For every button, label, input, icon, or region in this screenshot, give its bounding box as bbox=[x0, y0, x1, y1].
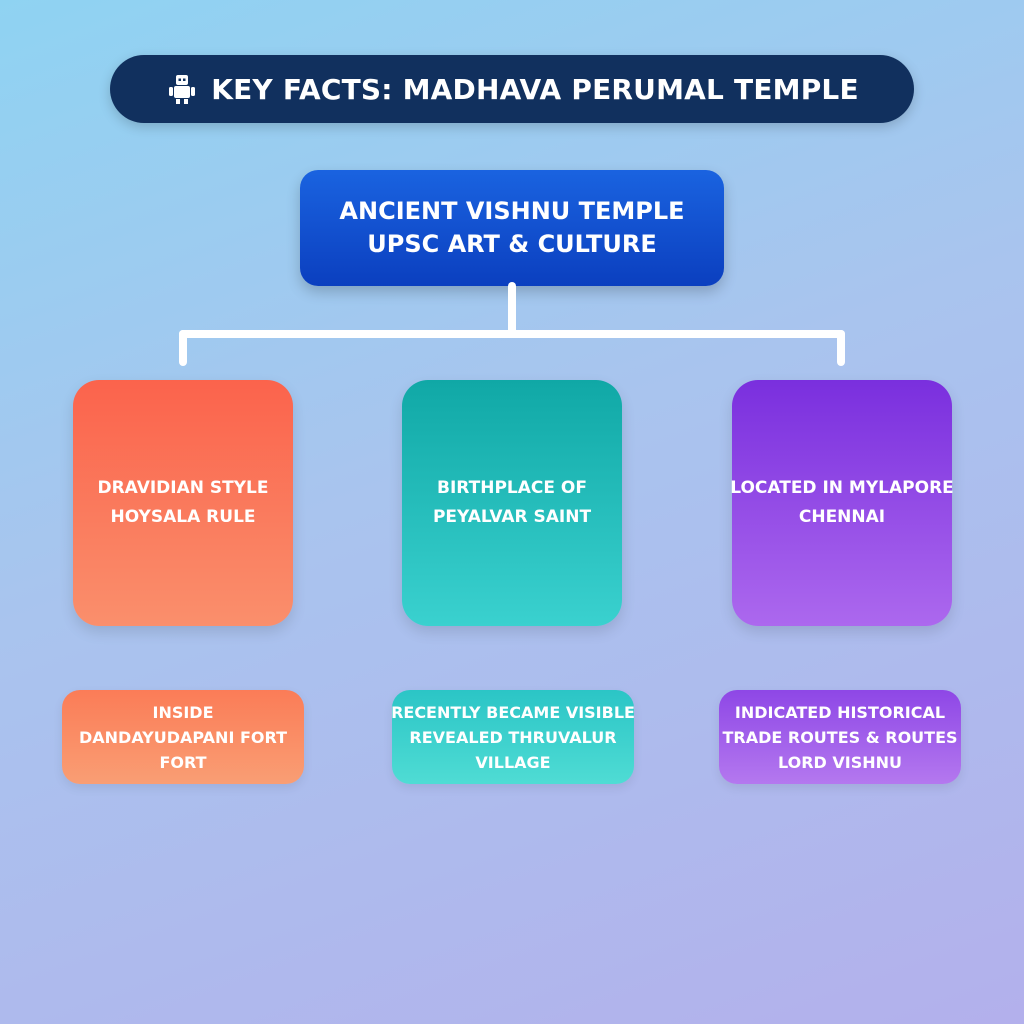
card-line: PEYALVAR SAINT bbox=[432, 507, 592, 527]
card-line: HOYSALA RULE bbox=[110, 507, 256, 527]
subcard-line: VILLAGE bbox=[475, 752, 551, 772]
subcard-trade-routes: INDICATED HISTORICAL TRADE ROUTES & ROUT… bbox=[719, 690, 961, 784]
subcard-line: DANDAYUDAPANI FORT bbox=[78, 727, 288, 747]
subcard-line: TRADE ROUTES & ROUTES bbox=[722, 727, 958, 747]
card-dravidian-style: DRAVIDIAN STYLE HOYSALA RULE bbox=[73, 380, 293, 626]
card-birthplace: BIRTHPLACE OF PEYALVAR SAINT bbox=[402, 380, 622, 626]
card-location: LOCATED IN MYLAPORE CHENNAI bbox=[730, 380, 954, 626]
subcard-line: FORT bbox=[159, 752, 207, 772]
subcard-fort: INSIDE DANDAYUDAPANI FORT FORT bbox=[62, 690, 304, 784]
subcard-line: INDICATED HISTORICAL bbox=[734, 702, 946, 722]
subcard-line: REVEALED THRUVALUR bbox=[409, 727, 617, 747]
title-bar: KEY FACTS: MADHAVA PERUMAL TEMPLE bbox=[110, 55, 914, 123]
subcard-line: INSIDE bbox=[152, 702, 214, 722]
root-line-2: UPSC ART & CULTURE bbox=[367, 230, 657, 258]
subcard-village: RECENTLY BECAME VISIBLE REVEALED THRUVAL… bbox=[391, 690, 635, 784]
robot-icon bbox=[169, 75, 196, 104]
card-line: BIRTHPLACE OF bbox=[437, 478, 587, 498]
subcard-line: RECENTLY BECAME VISIBLE bbox=[391, 702, 635, 722]
card-line: CHENNAI bbox=[798, 507, 886, 527]
root-node: ANCIENT VISHNU TEMPLE UPSC ART & CULTURE bbox=[300, 170, 724, 286]
page-title: KEY FACTS: MADHAVA PERUMAL TEMPLE bbox=[211, 72, 859, 106]
subcard-line: LORD VISHNU bbox=[777, 752, 903, 772]
root-line-1: ANCIENT VISHNU TEMPLE bbox=[339, 197, 685, 225]
card-line: LOCATED IN MYLAPORE bbox=[730, 478, 954, 498]
card-line: DRAVIDIAN STYLE bbox=[97, 478, 269, 498]
